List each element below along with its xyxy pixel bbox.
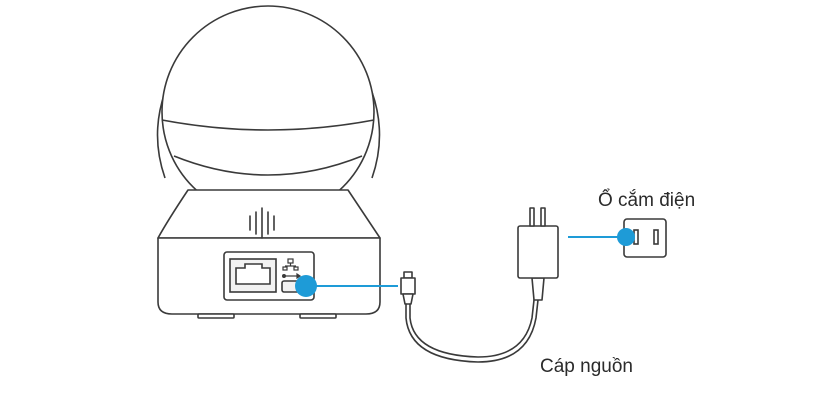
usb-icon — [282, 272, 302, 280]
port-panel — [223, 251, 315, 301]
power-adapter — [517, 225, 559, 279]
usb-port-callout — [295, 275, 398, 297]
camera-band-top — [161, 119, 375, 131]
camera-dome — [161, 5, 375, 219]
outlet-slot-right — [653, 229, 659, 245]
adapter-strain-relief — [531, 277, 545, 301]
camera-foot-right — [299, 313, 337, 319]
adapter-prong-right — [540, 207, 546, 227]
cable-strand-b — [409, 299, 535, 358]
power-cable — [400, 207, 559, 363]
camera-neck — [157, 189, 381, 239]
micro-usb-plug — [400, 277, 416, 295]
power-cable-label: Cáp nguồn — [540, 356, 633, 377]
camera-foot-left — [197, 313, 235, 319]
camera-band-bottom — [173, 155, 363, 176]
power-outlet — [623, 218, 667, 258]
speaker-grille — [249, 207, 275, 239]
outlet-label: Ổ cắm điện — [598, 190, 696, 211]
ethernet-port-socket — [235, 263, 271, 285]
cable-strand-a — [405, 299, 539, 363]
network-icon — [282, 258, 299, 271]
outlet-callout-dot — [617, 228, 635, 246]
adapter-prong-left — [529, 207, 535, 227]
micro-usb-tip — [403, 271, 413, 279]
micro-usb-strain-relief — [402, 293, 414, 305]
